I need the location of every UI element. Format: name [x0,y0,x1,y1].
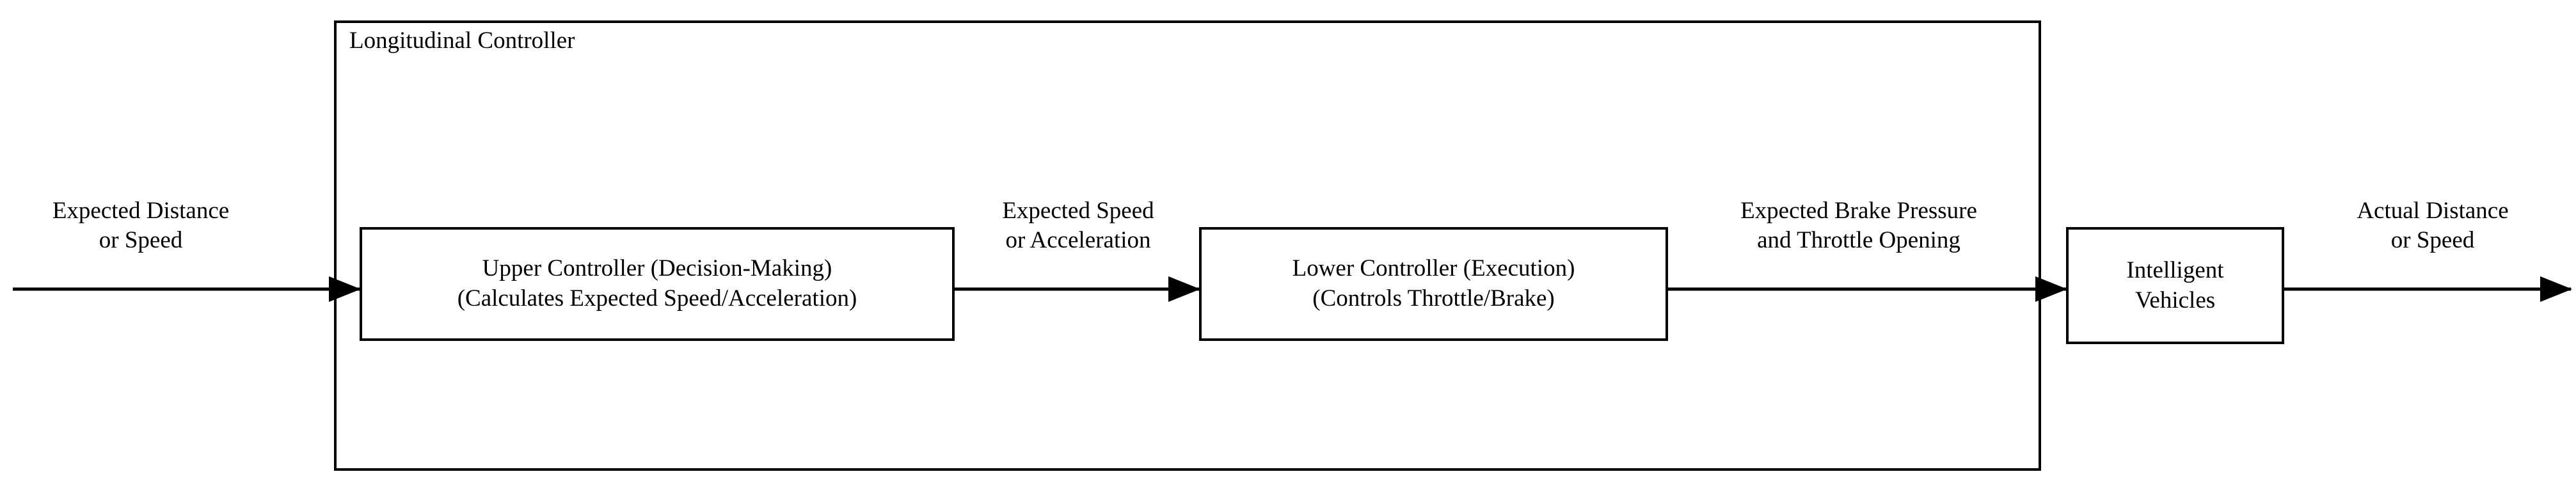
lower-controller-line-2: (Controls Throttle/Brake) [1312,285,1555,312]
input-signal-label: Expected Distance or Speed [6,196,275,256]
lower-to-vehicle-signal-line-1: Expected Brake Pressure [1740,198,1977,224]
lower-to-vehicle-signal-label: Expected Brake Pressure and Throttle Ope… [1680,196,2038,256]
input-signal-line-1: Expected Distance [52,198,230,224]
intelligent-vehicles-block[interactable]: Intelligent Vehicles [2066,227,2284,344]
upper-controller-line-2: (Calculates Expected Speed/Acceleration) [457,285,857,312]
intelligent-vehicles-line-1: Intelligent [2126,256,2224,283]
output-signal-line-1: Actual Distance [2357,198,2509,224]
lower-controller-line-1: Lower Controller (Execution) [1292,255,1575,282]
longitudinal-controller-group-label: Longitudinal Controller [349,28,575,54]
lower-to-vehicle-signal-line-2: and Throttle Opening [1757,227,1960,254]
intelligent-vehicles-line-2: Vehicles [2135,287,2216,313]
upper-controller-line-1: Upper Controller (Decision-Making) [482,255,832,282]
input-signal-line-2: or Speed [99,227,183,254]
upper-to-lower-signal-label: Expected Speed or Acceleration [960,196,1197,256]
longitudinal-controller-group [334,20,2041,471]
upper-controller-block[interactable]: Upper Controller (Decision-Making) (Calc… [360,227,955,341]
output-signal-line-2: or Speed [2390,227,2475,254]
upper-to-lower-signal-line-2: or Acceleration [1005,227,1151,254]
upper-to-lower-signal-line-1: Expected Speed [1002,198,1154,224]
lower-controller-block[interactable]: Lower Controller (Execution) (Controls T… [1199,227,1668,341]
output-signal-label: Actual Distance or Speed [2298,196,2567,256]
